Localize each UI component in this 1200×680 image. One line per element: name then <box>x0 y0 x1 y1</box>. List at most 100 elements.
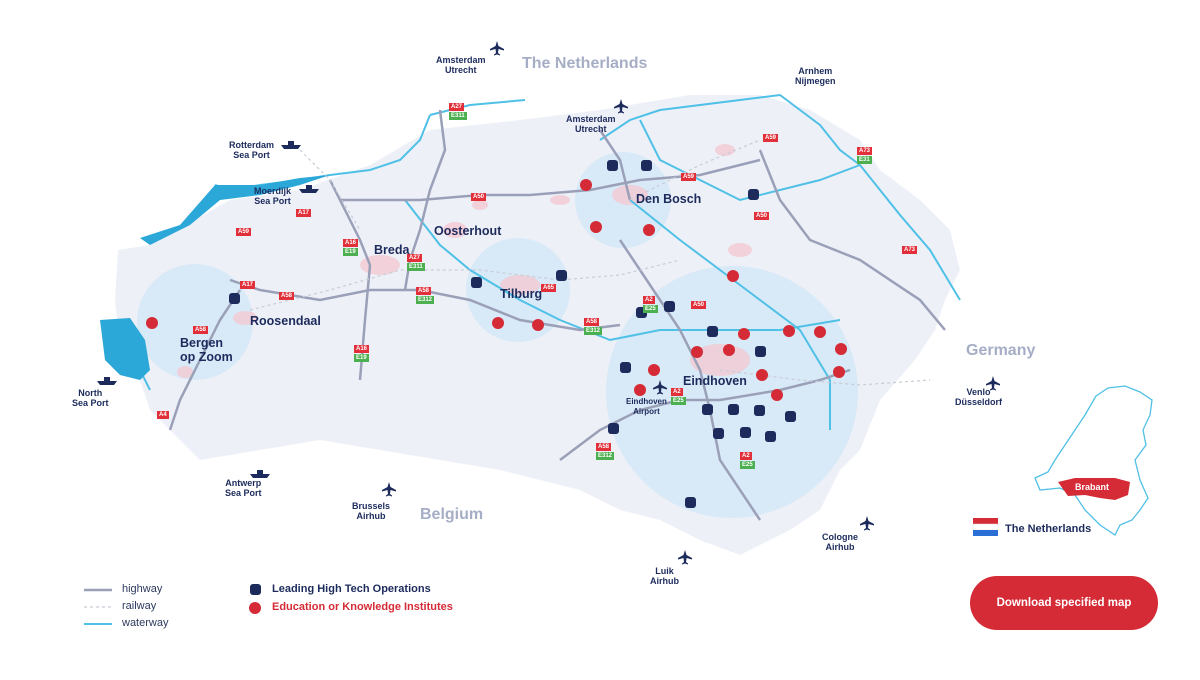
education-marker <box>580 179 592 191</box>
road-shield: A2 <box>740 452 752 460</box>
download-map-button[interactable]: Download specified map <box>970 576 1158 630</box>
ship-icon <box>250 470 270 478</box>
road-shield: E311 <box>407 263 425 271</box>
leading-marker <box>620 362 631 373</box>
highways <box>168 109 946 521</box>
city-label-tilburg: Tilburg <box>500 287 543 301</box>
leading-marker <box>707 326 718 337</box>
leading-marker <box>607 160 618 171</box>
road-shield: E19 <box>343 248 358 256</box>
plane-icon <box>860 516 874 531</box>
education-marker <box>756 369 768 381</box>
leading-marker <box>685 497 696 508</box>
plane-icon <box>653 380 667 395</box>
plane-icon <box>490 41 504 56</box>
education-marker <box>723 344 735 356</box>
road-shield: E19 <box>354 354 369 362</box>
road-shield: A4 <box>157 411 169 419</box>
sea-western-scheldt <box>100 318 150 380</box>
legend-waterway-label: waterway <box>122 617 169 629</box>
city-label-roosendaal: Roosendaal <box>250 314 321 328</box>
road-shield: A58 <box>193 326 209 334</box>
education-marker <box>146 317 158 329</box>
leading-marker <box>641 160 652 171</box>
road-shield: E25 <box>643 305 658 313</box>
education-marker <box>727 270 739 282</box>
education-marker <box>634 384 646 396</box>
road-shield: E312 <box>584 327 603 335</box>
city-label-bergen-line2: op Zoom <box>180 350 233 364</box>
road-shield: A65 <box>541 284 557 292</box>
leading-marker <box>785 411 796 422</box>
plane-icon <box>382 482 396 497</box>
ship-icons <box>97 141 319 478</box>
plane-icons <box>382 41 1000 565</box>
netherlands-flag-icon <box>972 518 999 536</box>
country-label-netherlands: The Netherlands <box>522 55 648 72</box>
inset-country-label: The Netherlands <box>1005 523 1092 535</box>
education-marker <box>492 317 504 329</box>
ship-icon <box>97 377 117 385</box>
city-label-oosterhout: Oosterhout <box>434 224 502 238</box>
road-shield: A58 <box>596 443 612 451</box>
plane-icon <box>678 550 692 565</box>
education-marker <box>835 343 847 355</box>
leading-marker <box>664 301 675 312</box>
city-label-eindhoven: Eindhoven <box>683 374 747 388</box>
legend-education-marker <box>249 602 261 614</box>
road-shield: E31 <box>857 156 872 164</box>
road-shield: E312 <box>596 452 615 460</box>
education-marker <box>691 346 703 358</box>
legend-highway-label: highway <box>122 583 163 595</box>
road-shield: A27 <box>449 103 465 111</box>
leading-marker <box>713 428 724 439</box>
legend-leading-marker <box>250 584 261 595</box>
sea-hollandsch-diep <box>140 175 330 245</box>
leading-marker <box>728 404 739 415</box>
city-label-den-bosch: Den Bosch <box>636 192 702 206</box>
legend-railway-label: railway <box>122 600 157 612</box>
road-shield: A58 <box>416 287 432 295</box>
education-marker <box>643 224 655 236</box>
leading-marker <box>229 293 240 304</box>
education-markers <box>146 179 847 401</box>
road-shield: A59 <box>681 173 697 181</box>
road-shield: A16 <box>354 345 370 353</box>
education-marker <box>814 326 826 338</box>
road-shield: E312 <box>416 296 435 304</box>
education-marker <box>738 328 750 340</box>
road-shield: A16 <box>343 239 359 247</box>
road-shield: A59 <box>763 134 779 142</box>
road-shield: A50 <box>691 301 707 309</box>
road-shield: A58 <box>584 318 600 326</box>
road-shield: E25 <box>740 461 755 469</box>
leading-marker <box>556 270 567 281</box>
road-shield: A50 <box>754 212 770 220</box>
road-shield: A27 <box>407 254 423 262</box>
leading-marker <box>608 423 619 434</box>
inset-map <box>1034 385 1153 536</box>
leading-markers <box>229 160 796 508</box>
leading-marker <box>755 346 766 357</box>
leading-marker <box>754 405 765 416</box>
road-shield: A50 <box>471 193 487 201</box>
leading-marker <box>740 427 751 438</box>
railways <box>249 139 931 386</box>
ship-icon <box>299 185 319 193</box>
plane-icon <box>614 99 628 114</box>
legend-leading-label: Leading High Tech Operations <box>272 583 431 595</box>
education-marker <box>771 389 783 401</box>
education-marker <box>532 319 544 331</box>
road-shield: E311 <box>449 112 467 120</box>
